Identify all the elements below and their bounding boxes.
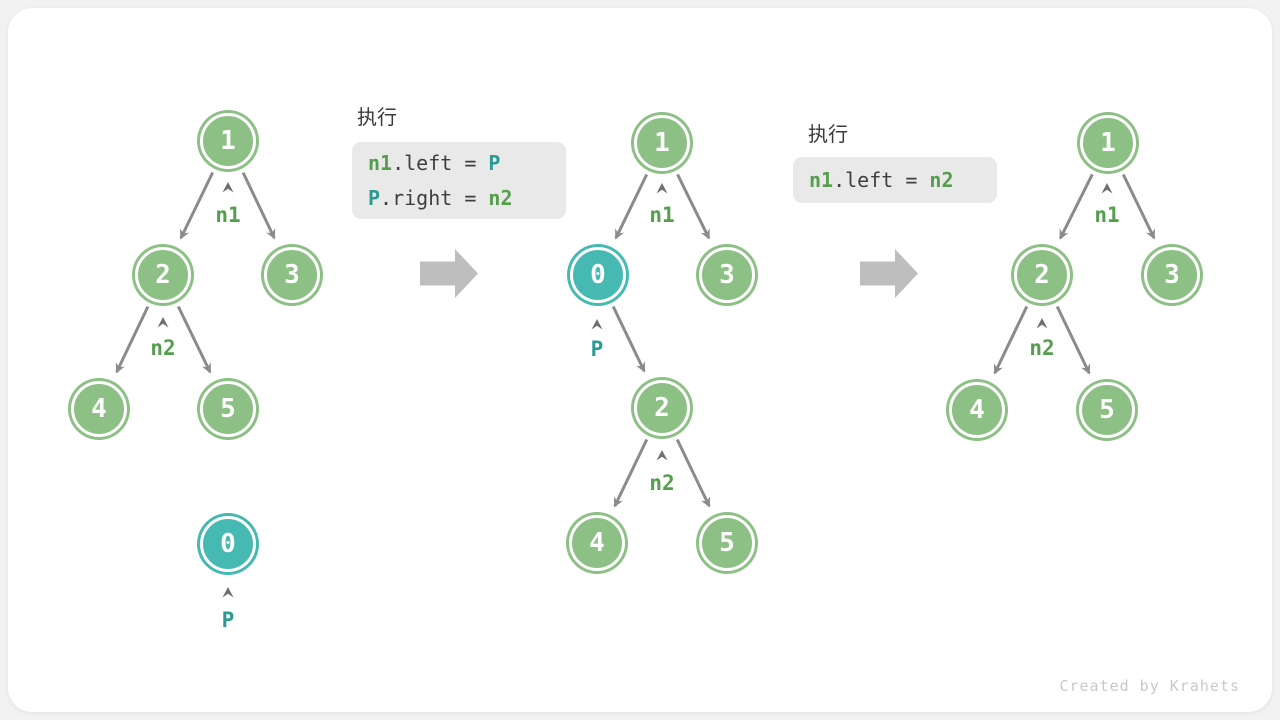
remove-tree-node-2: 2 (1014, 247, 1070, 303)
insert-tree-node-5: 5 (699, 515, 755, 571)
code-line: n1.left = n2 (809, 163, 997, 198)
watermark: Created by Krahets (1059, 677, 1240, 695)
code-token: n1 (809, 167, 834, 192)
pointer-caret-icon (656, 450, 668, 461)
remove-pointer-n1: n1 (1094, 203, 1120, 227)
code-token: n2 (929, 167, 954, 192)
code-token: .right = (380, 185, 489, 210)
before-floating-node-0: 0 (200, 516, 256, 572)
before-tree-node-5: 5 (200, 381, 256, 437)
pointer-caret-icon (1101, 183, 1113, 194)
insert-pointer-n2: n2 (649, 471, 675, 495)
code-token: P (488, 150, 501, 175)
pointer-caret-icon (1036, 318, 1048, 329)
remove-tree-node-4: 4 (949, 382, 1005, 438)
code-line: n1.left = P (368, 146, 566, 181)
insert-pointer-p: P (590, 337, 604, 361)
remove-tree-node-5: 5 (1079, 382, 1135, 438)
pointer-caret-icon (222, 182, 234, 193)
code-token: n1 (368, 150, 393, 175)
pointer-caret-icon (591, 319, 603, 330)
before-tree-node-3: 3 (264, 247, 320, 303)
code-token: P (368, 185, 381, 210)
remove-pointer-n2: n2 (1029, 336, 1055, 360)
remove-tree-node-1: 1 (1080, 115, 1136, 171)
insert-tree-node-2: 2 (634, 380, 690, 436)
before-pointer-n1: n1 (215, 203, 241, 227)
pointer-caret-icon (222, 587, 234, 598)
insert-tree-node-4: 4 (569, 515, 625, 571)
before-pointer-p: P (221, 608, 235, 632)
pointer-caret-icon (157, 317, 169, 328)
code-block-insert: n1.left = P P.right = n2 (352, 142, 566, 219)
code-block-remove: n1.left = n2 (793, 157, 997, 203)
before-tree-node-4: 4 (71, 381, 127, 437)
exec-title-1: 执行 (357, 107, 397, 129)
figure-card (8, 8, 1272, 712)
code-token: .left = (833, 167, 930, 192)
before-pointer-n2: n2 (150, 336, 176, 360)
insert-pointer-n1: n1 (649, 203, 675, 227)
code-token: .left = (392, 150, 489, 175)
insert-tree-node-0: 0 (570, 247, 626, 303)
before-tree-node-2: 2 (135, 247, 191, 303)
code-line: P.right = n2 (368, 181, 566, 216)
insert-tree-node-1: 1 (634, 115, 690, 171)
exec-title-2: 执行 (808, 124, 848, 146)
code-token: n2 (488, 185, 513, 210)
before-tree-node-1: 1 (200, 113, 256, 169)
insert-tree-node-3: 3 (699, 247, 755, 303)
pointer-caret-icon (656, 183, 668, 194)
remove-tree-node-3: 3 (1144, 247, 1200, 303)
